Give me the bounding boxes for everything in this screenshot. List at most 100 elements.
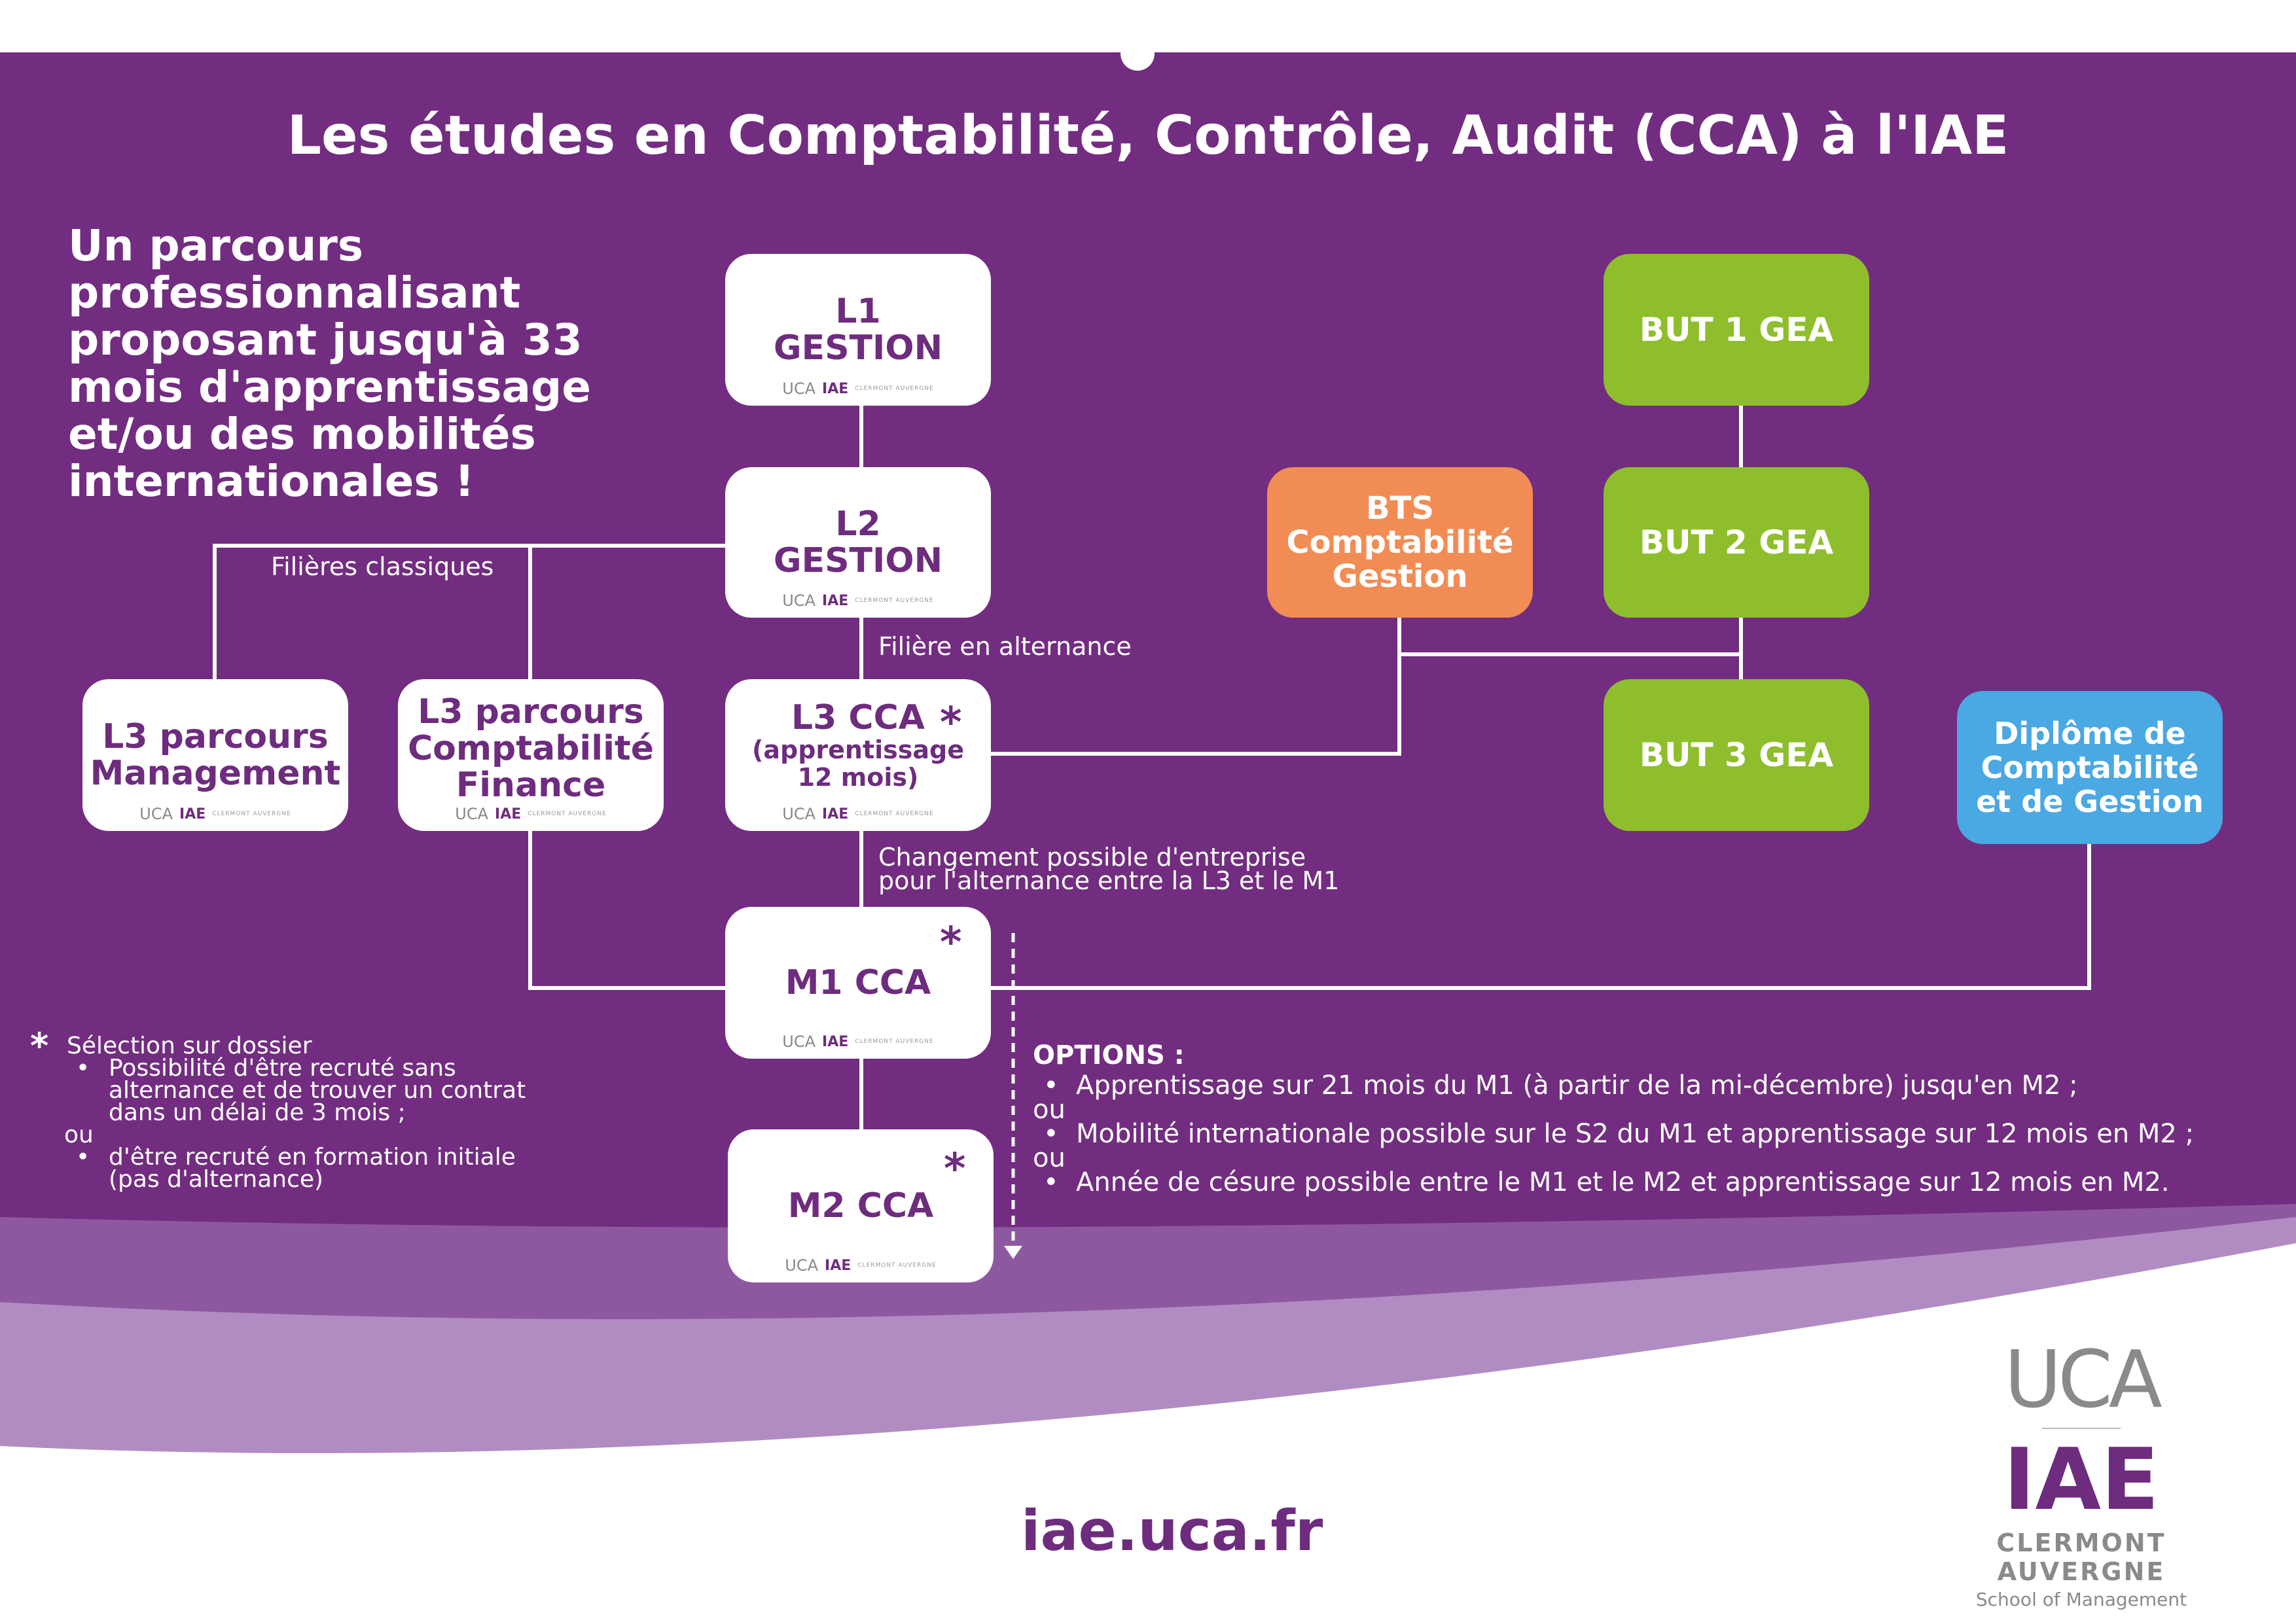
node-m1-cca-line1: M1 CCA — [785, 963, 931, 1002]
node-l3-finance-line2: Comptabilité — [407, 729, 655, 768]
bullet-icon: • — [76, 1144, 90, 1171]
iae-brand-logo: UCA IAE CLERMONT AUVERGNE School of Mana… — [1964, 1335, 2199, 1611]
options-item-3: Année de césure possible entre le M1 et … — [1076, 1167, 2170, 1197]
brand-separator — [2042, 1428, 2121, 1429]
node-but1-line1: BUT 1 GEA — [1639, 311, 1834, 349]
selection-item1-line3: dans un délai de 3 mois ; — [109, 1099, 406, 1126]
footer-url[interactable]: iae.uca.fr — [1021, 1498, 1323, 1564]
uca-logo-text: UCA — [139, 805, 173, 823]
node-l3-cca: L3 CCA (apprentissage 12 mois) UCA IAE CLE… — [725, 679, 991, 831]
iae-logo-text: IAE — [822, 592, 849, 609]
node-l3-management-line1: L3 parcours — [102, 717, 329, 756]
logo-caption: CLERMONT AUVERGNE — [855, 1038, 934, 1045]
node-dcg-line2: Comptabilité — [1981, 750, 2199, 785]
label-filieres-classiques: Filières classiques — [271, 552, 494, 581]
logo-caption: CLERMONT AUVERGNE — [855, 597, 934, 604]
selection-item2-line1: d'être recruté en formation initiale — [109, 1144, 516, 1171]
asterisk-m1-cca: * — [940, 919, 962, 967]
options-title: OPTIONS : — [1033, 1040, 1185, 1070]
node-l3-management: L3 parcours Management UCA IAE CLERMONT AU… — [82, 679, 348, 831]
iae-logo-text: IAE — [822, 805, 849, 822]
node-l3-cca-line1: L3 CCA — [791, 698, 925, 737]
options-block: OPTIONS : • Apprentissage sur 21 mois du… — [1033, 1040, 2211, 1197]
brand-school: School of Management — [1975, 1589, 2187, 1610]
selection-note: * Sélection sur dossier • Possibilité d'… — [30, 1025, 567, 1193]
node-but3-line1: BUT 3 GEA — [1639, 736, 1834, 774]
node-m1-cca: M1 CCA UCA IAE CLERMONT AUVERGNE — [725, 907, 991, 1059]
page-title: Les études en Comptabilité, Contrôle, Au… — [287, 105, 2009, 167]
iae-logo-text: IAE — [495, 805, 522, 822]
options-or-1: ou — [1033, 1095, 1066, 1125]
node-l3-finance-line1: L3 parcours — [418, 692, 644, 732]
node-l1-line1: L1 — [835, 292, 881, 331]
node-bts-line2: Comptabilité — [1286, 524, 1514, 561]
asterisk-m2-cca: * — [944, 1145, 966, 1193]
node-bts-line3: Gestion — [1332, 558, 1468, 595]
node-l3-cca-line3: 12 mois) — [797, 763, 919, 792]
node-dcg-line1: Diplôme de — [1994, 716, 2186, 751]
label-changement-line1: Changement possible d'entreprise — [878, 843, 1306, 872]
brand-city: CLERMONT AUVERGNE — [1996, 1528, 2166, 1586]
node-bts-comptabilite-gestion: BTS Comptabilité Gestion — [1267, 467, 1533, 618]
selection-item1-line2: alternance et de trouver un contrat — [109, 1077, 526, 1104]
bullet-icon: • — [1043, 1167, 1059, 1197]
node-l2-line2: GESTION — [773, 541, 943, 580]
node-bts-line1: BTS — [1366, 490, 1434, 527]
bullet-icon: • — [1043, 1070, 1059, 1101]
node-l3-finance-line3: Finance — [456, 766, 606, 805]
selection-item1-line1: Possibilité d'être recruté sans — [109, 1055, 456, 1082]
logo-caption: CLERMONT AUVERGNE — [855, 811, 934, 817]
node-but2-line1: BUT 2 GEA — [1639, 523, 1834, 561]
card-logo: UCA IAE CLERMONT AUVERGNE — [725, 380, 991, 398]
node-l2-gestion: L2 GESTION UCA IAE CLERMONT AUVERGNE — [725, 467, 991, 618]
brand-iae: IAE — [2003, 1430, 2159, 1529]
uca-logo-text: UCA — [782, 1033, 816, 1051]
iae-logo-text: IAE — [822, 380, 849, 397]
node-m2-cca: M2 CCA UCA IAE CLERMONT AUVERGNE — [728, 1129, 994, 1282]
iae-logo-text: IAE — [822, 1033, 849, 1050]
card-logo: UCA IAE CLERMONT AUVERGNE — [82, 805, 348, 823]
logo-caption: CLERMONT AUVERGNE — [857, 1262, 937, 1269]
iae-logo-text: IAE — [179, 805, 206, 822]
node-l3-cca-line2: (apprentissage — [751, 735, 965, 764]
card-logo: UCA IAE CLERMONT AUVERGNE — [725, 805, 991, 823]
logo-caption: CLERMONT AUVERGNE — [212, 811, 291, 817]
node-diplome-comptabilite-gestion: Diplôme de Comptabilité et de Gestion — [1957, 691, 2223, 844]
label-changement-line2: pour l'alternance entre la L3 et le M1 — [878, 866, 1340, 895]
selection-item2-line2: (pas d'alternance) — [109, 1166, 324, 1193]
node-but2-gea: BUT 2 GEA — [1604, 467, 1869, 618]
selection-or: ou — [64, 1121, 94, 1148]
node-l1-gestion: L1 GESTION UCA IAE CLERMONT AUVERGNE — [725, 254, 991, 406]
card-logo: UCA IAE CLERMONT AUVERGNE — [728, 1256, 994, 1275]
uca-logo-text: UCA — [782, 591, 816, 610]
uca-logo-text: UCA — [785, 1256, 819, 1275]
bullet-icon: • — [1043, 1119, 1059, 1149]
uca-logo-text: UCA — [782, 805, 816, 823]
selection-asterisk: * — [30, 1025, 49, 1067]
logo-caption: CLERMONT AUVERGNE — [855, 385, 934, 392]
bullet-icon: • — [76, 1055, 90, 1082]
asterisk-l3-cca: * — [940, 699, 962, 747]
node-m2-cca-line1: M2 CCA — [787, 1186, 934, 1226]
node-l2-line1: L2 — [835, 504, 881, 544]
card-logo: UCA IAE CLERMONT AUVERGNE — [725, 591, 991, 610]
options-or-2: ou — [1033, 1143, 1066, 1173]
iae-logo-text: IAE — [825, 1257, 852, 1274]
brand-uca: UCA — [2004, 1335, 2162, 1426]
node-l3-management-line2: Management — [90, 754, 341, 793]
node-dcg-line3: et de Gestion — [1976, 784, 2204, 819]
uca-logo-text: UCA — [782, 380, 816, 398]
node-l1-line2: GESTION — [773, 328, 943, 368]
label-filiere-alternance: Filière en alternance — [878, 632, 1132, 661]
node-but3-gea: BUT 3 GEA — [1604, 679, 1869, 831]
card-logo: UCA IAE CLERMONT AUVERGNE — [725, 1033, 991, 1051]
node-but1-gea: BUT 1 GEA — [1604, 254, 1869, 406]
selection-title: Sélection sur dossier — [67, 1033, 312, 1059]
options-item-2: Mobilité internationale possible sur le … — [1076, 1119, 2195, 1149]
tagline: Un parcours professionnalisant proposant… — [68, 221, 592, 506]
options-item-1: Apprentissage sur 21 mois du M1 (à parti… — [1076, 1070, 2078, 1101]
